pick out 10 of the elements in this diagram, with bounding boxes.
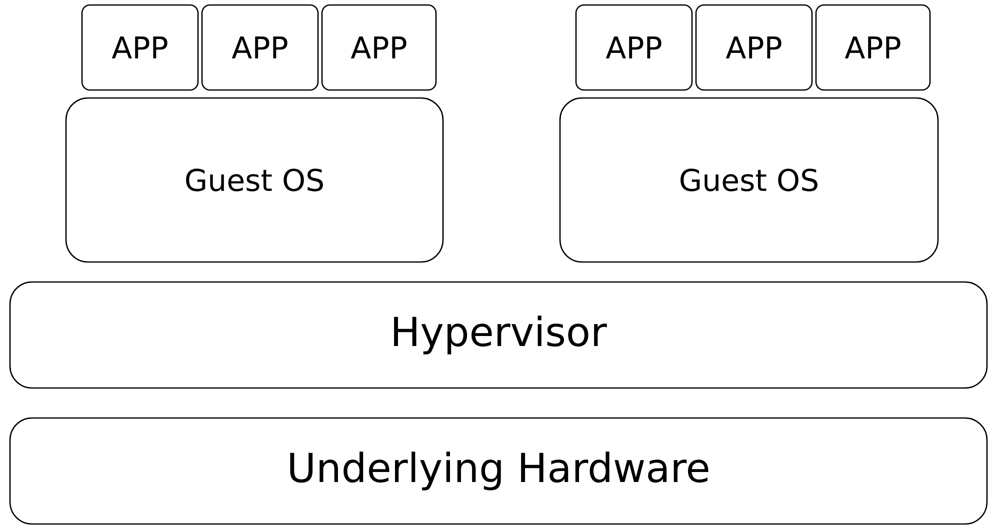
app-box: APP [81, 4, 199, 91]
app-box: APP [815, 4, 931, 91]
app-box: APP [575, 4, 693, 91]
app-box: APP [201, 4, 319, 91]
layer-box: Underlying Hardware [9, 417, 988, 525]
app-box: APP [695, 4, 813, 91]
app-box: APP [321, 4, 437, 91]
guest-os-box: Guest OS [559, 97, 939, 263]
guest-os-box: Guest OS [65, 97, 444, 263]
layer-box: Hypervisor [9, 281, 988, 389]
